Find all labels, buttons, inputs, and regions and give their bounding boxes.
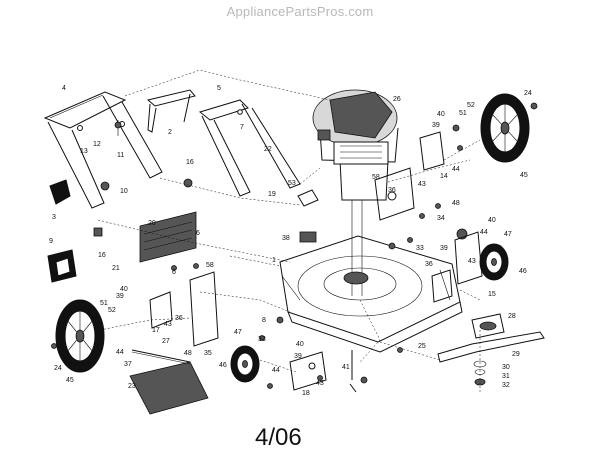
callout-46: 46 [519, 268, 527, 275]
upper-handle [43, 91, 163, 209]
wheel-rear-left [55, 299, 105, 373]
callout-16: 16 [186, 159, 194, 166]
watermark: AppliancePartsPros.com [226, 4, 374, 19]
callout-32: 32 [502, 382, 510, 389]
callout-33: 33 [416, 245, 424, 252]
callout-39: 39 [432, 122, 440, 129]
callout-53: 53 [288, 180, 296, 187]
callout-40: 40 [120, 286, 128, 293]
callout-40: 40 [437, 111, 445, 118]
callout-44: 44 [272, 367, 280, 374]
callout-34: 34 [437, 215, 445, 222]
callout-36: 36 [175, 315, 183, 322]
callout-4: 4 [62, 85, 66, 92]
callout-38: 38 [282, 235, 290, 242]
callout-44: 44 [480, 229, 488, 236]
callout-25: 25 [418, 343, 426, 350]
wheel-front-left [230, 345, 260, 383]
rear-axle [131, 349, 191, 365]
callout-43: 43 [468, 258, 476, 265]
mower-deck [279, 235, 463, 353]
callout-11: 11 [117, 152, 124, 159]
callout-9: 9 [49, 238, 53, 245]
callout-12: 12 [93, 141, 101, 148]
callout-39: 39 [116, 293, 124, 300]
callout-7: 7 [240, 124, 244, 131]
control-bail [146, 89, 196, 133]
wheel-rear-right [480, 93, 530, 163]
callout-43: 43 [316, 380, 324, 387]
callout-47: 47 [234, 329, 242, 336]
callout-51: 51 [100, 300, 108, 307]
callout-51: 51 [459, 110, 467, 117]
callout-33: 33 [258, 336, 266, 343]
callout-35: 35 [204, 350, 212, 357]
callout-52: 52 [108, 307, 116, 314]
callout-22: 22 [264, 146, 272, 153]
callout-5: 5 [217, 85, 221, 92]
callout-43: 43 [418, 181, 426, 188]
callout-45: 45 [66, 377, 74, 384]
lower-handle [198, 99, 301, 197]
callout-41: 41 [342, 364, 350, 371]
callout-31: 31 [502, 373, 510, 380]
callout-10: 10 [120, 188, 128, 195]
callout-26: 26 [393, 96, 401, 103]
callout-23: 23 [128, 383, 136, 390]
callout-58: 58 [206, 262, 214, 269]
callout-44: 44 [116, 349, 124, 356]
side-deflector [47, 249, 77, 283]
callout-labels: 4 2 5 26 24 13 12 11 7 22 40 51 52 39 16… [49, 85, 532, 397]
callout-17: 17 [152, 327, 160, 334]
callout-58: 58 [372, 174, 380, 181]
rear-flap [129, 361, 209, 415]
callout-19: 19 [268, 191, 276, 198]
revision-date: 4/06 [255, 424, 302, 451]
callout-24: 24 [54, 365, 62, 372]
callout-40: 40 [296, 341, 304, 348]
callout-36: 36 [388, 187, 396, 194]
callout-6: 6 [196, 230, 200, 237]
callout-52: 52 [467, 102, 475, 109]
callout-14: 14 [440, 173, 448, 180]
engine [312, 89, 399, 296]
wheel-front-right [479, 243, 509, 281]
callout-6: 6 [172, 269, 176, 276]
callout-2: 2 [168, 129, 172, 136]
callout-39: 39 [440, 245, 448, 252]
callout-24: 24 [524, 90, 532, 97]
blade-assembly [437, 313, 545, 386]
callout-37: 37 [124, 361, 132, 368]
callout-20: 20 [148, 220, 156, 227]
callout-44: 44 [452, 166, 460, 173]
callout-21: 21 [112, 265, 120, 272]
callout-29: 29 [512, 351, 520, 358]
callout-43: 43 [164, 321, 172, 328]
callout-8: 8 [262, 317, 266, 324]
callout-15: 15 [488, 291, 496, 298]
callout-36: 36 [425, 261, 433, 268]
callout-46: 46 [219, 362, 227, 369]
hardware [51, 102, 538, 393]
height-adjusters [149, 131, 483, 391]
callout-13: 13 [80, 148, 88, 155]
callout-40: 40 [488, 217, 496, 224]
callout-39: 39 [294, 353, 302, 360]
handle-knobs [49, 120, 193, 237]
callout-16: 16 [98, 252, 106, 259]
callout-30: 30 [502, 364, 510, 371]
callout-1: 1 [272, 257, 276, 264]
callout-45: 45 [520, 172, 528, 179]
callout-18: 18 [302, 390, 310, 397]
callout-27: 27 [162, 338, 170, 345]
callout-47: 47 [504, 231, 512, 238]
callout-48: 48 [452, 200, 460, 207]
callout-28: 28 [508, 313, 516, 320]
callout-48: 48 [184, 350, 192, 357]
callout-3: 3 [52, 214, 56, 221]
